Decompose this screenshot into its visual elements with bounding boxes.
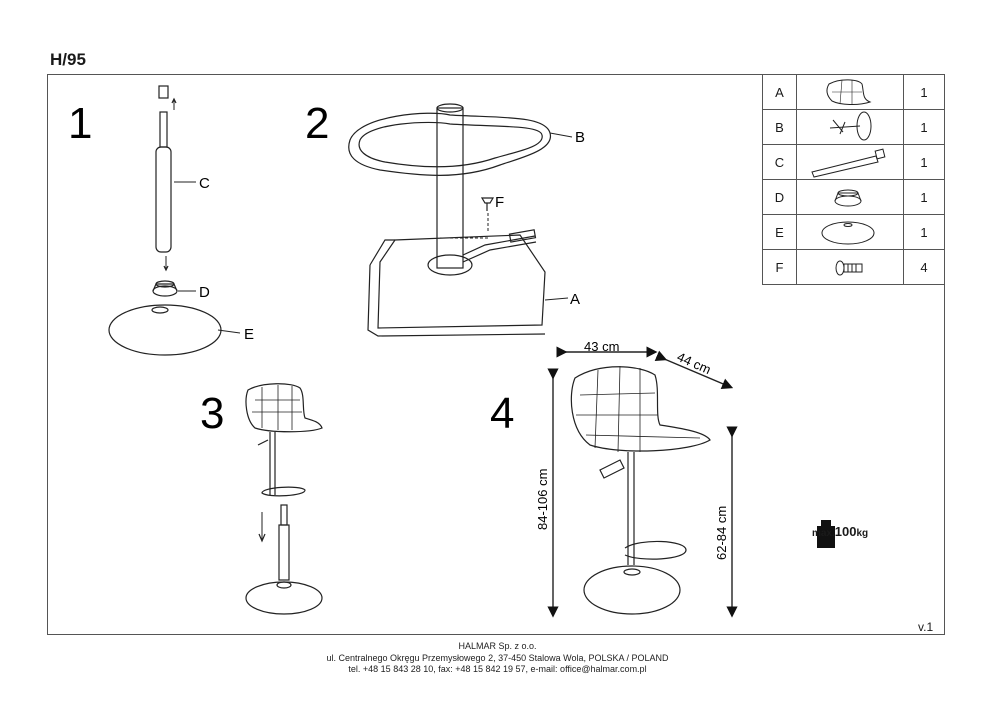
part-image-cell [796, 249, 904, 285]
part-letter: D [762, 179, 797, 215]
version-label: v.1 [918, 620, 934, 634]
callout-b: B [575, 129, 585, 146]
part-image-cell [796, 74, 904, 110]
part-quantity: 1 [903, 74, 945, 110]
gas-lift-cap-icon [158, 85, 169, 99]
gas-lift-cylinder-icon [155, 146, 172, 253]
column-icon [436, 107, 464, 269]
step-number-4: 4 [490, 389, 514, 438]
part-quantity: 1 [903, 144, 945, 180]
part-letter: B [762, 109, 797, 145]
stool-4-base-icon [583, 565, 681, 615]
base-square-a-icon [377, 234, 546, 329]
part-image-cell [796, 109, 904, 145]
callout-a: A [570, 291, 580, 308]
drawing-frame [47, 74, 945, 635]
max-load-label: max.100kg [812, 524, 868, 539]
dimension-width: 43 cm [584, 339, 619, 354]
gas-lift-rod-icon [159, 111, 168, 148]
table-row: C 1 [762, 144, 945, 180]
footer-address: ul. Centralnego Okręgu Przemysłowego 2, … [326, 652, 669, 663]
part-image-cell [796, 214, 904, 250]
callout-d: D [199, 284, 210, 301]
dimension-seat-height: 62-84 cm [714, 506, 729, 560]
table-row: D 1 [762, 179, 945, 215]
max-load-unit: kg [856, 528, 869, 539]
footer: HALMAR Sp. z o.o. ul. Centralnego Okręgu… [0, 641, 995, 676]
step-4-illustration [547, 346, 738, 618]
max-load-value: 100 [834, 524, 857, 539]
callout-e: E [244, 326, 254, 343]
part-image-cell [796, 179, 904, 215]
table-row: F 4 [762, 249, 945, 285]
part-quantity: 1 [903, 109, 945, 145]
table-row: E 1 [762, 214, 945, 250]
part-letter: C [762, 144, 797, 180]
parts-table: A 1 B 1 C 1 D 1 E 1 F 4 [762, 74, 945, 285]
screw-f-icon [480, 197, 495, 204]
part-letter: A [762, 74, 797, 110]
table-row: A 1 [762, 74, 945, 110]
footrest-ring-b-icon [348, 112, 551, 176]
step-3-illustration [245, 383, 323, 615]
step-number-1: 1 [68, 99, 92, 148]
part-quantity: 1 [903, 214, 945, 250]
part-letter: F [762, 249, 797, 285]
dimension-depth: 44 cm [675, 349, 713, 377]
part-quantity: 4 [903, 249, 945, 285]
step-2-illustration [348, 103, 573, 337]
step-number-3: 3 [200, 389, 224, 438]
part-quantity: 1 [903, 179, 945, 215]
max-load-prefix: max. [812, 528, 835, 539]
part-letter: E [762, 214, 797, 250]
page-title: H/95 [50, 50, 86, 69]
callout-f: F [495, 194, 504, 211]
stool-4-seat-icon [570, 366, 711, 452]
footer-contact: tel. +48 15 843 28 10, fax: +48 15 842 1… [348, 664, 647, 674]
callout-c: C [199, 175, 210, 192]
dimension-total-height: 84-106 cm [535, 469, 550, 530]
stool-seat-icon [245, 383, 323, 433]
part-image-cell [796, 144, 904, 180]
stool-4-footrest-icon [624, 540, 687, 560]
stool-footrest-icon [261, 486, 306, 497]
weight-icon [817, 520, 835, 548]
table-row: B 1 [762, 109, 945, 145]
footer-company: HALMAR Sp. z o.o. [458, 641, 537, 651]
step-number-2: 2 [305, 99, 329, 148]
step-1-illustration [108, 85, 241, 356]
